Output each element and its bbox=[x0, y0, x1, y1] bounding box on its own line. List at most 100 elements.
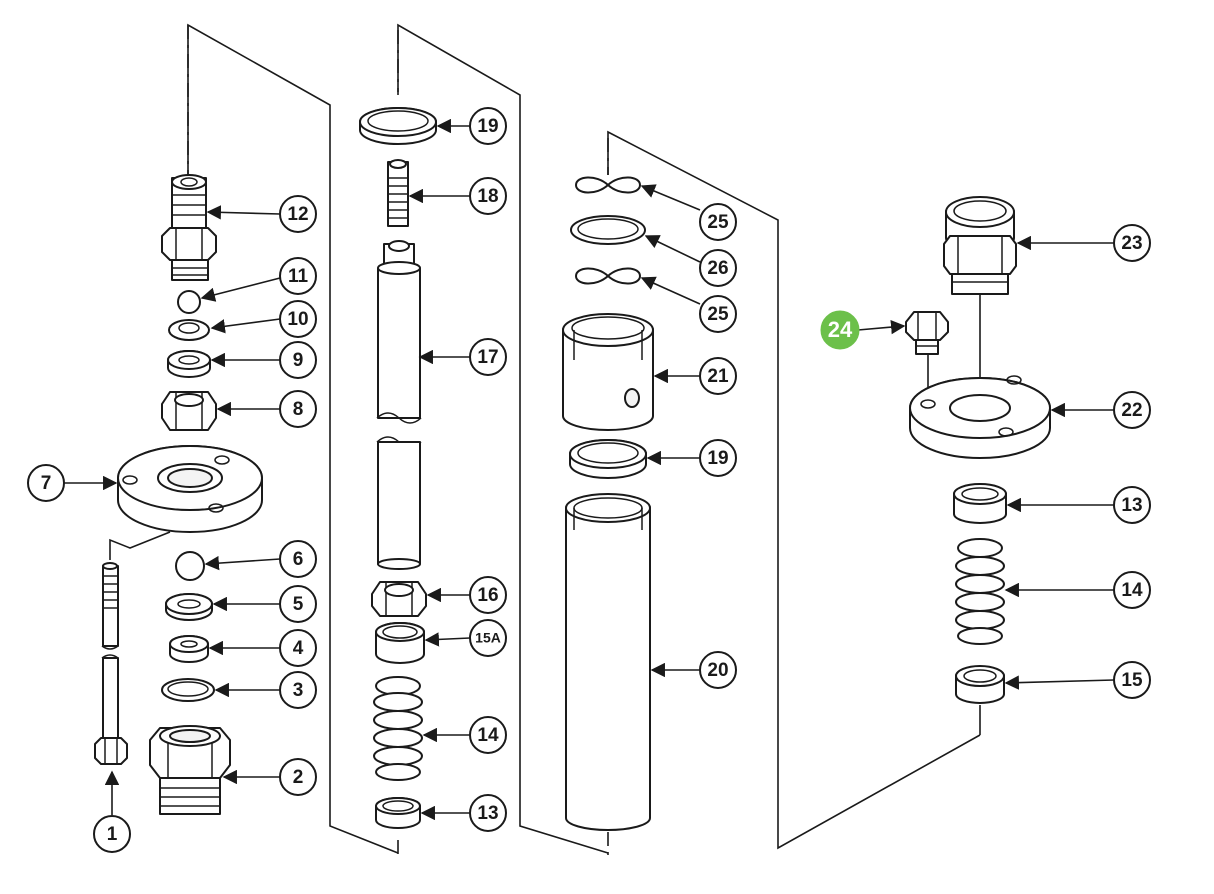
callout-circle bbox=[469, 177, 507, 215]
part-6-ball bbox=[175, 551, 205, 581]
callout-label: 5 bbox=[293, 594, 304, 615]
callout-21: 21 bbox=[653, 357, 737, 395]
callout-label: 19 bbox=[707, 448, 728, 469]
callout-label: 23 bbox=[1121, 233, 1142, 254]
callout-24: 24 bbox=[820, 310, 906, 350]
callout-16: 16 bbox=[426, 576, 507, 614]
callout-label: 14 bbox=[1121, 580, 1143, 601]
callout-circle bbox=[279, 341, 317, 379]
callout-25: 25 bbox=[640, 184, 737, 241]
callout-circle bbox=[27, 464, 65, 502]
callout-label: 14 bbox=[477, 725, 499, 746]
callout-label: 1 bbox=[107, 824, 118, 845]
callout-label: 16 bbox=[477, 585, 498, 606]
callout-22: 22 bbox=[1050, 391, 1151, 429]
callout-23: 23 bbox=[1016, 224, 1151, 262]
callout-leader-arrow bbox=[1004, 675, 1115, 690]
callout-8: 8 bbox=[216, 390, 317, 428]
part-15a-bushing bbox=[375, 622, 425, 664]
callout-circle bbox=[279, 195, 317, 233]
callout-circle bbox=[1113, 661, 1151, 699]
callout-label: 7 bbox=[41, 473, 52, 494]
part-13-bushing-right bbox=[953, 483, 1007, 524]
callout-5: 5 bbox=[212, 585, 317, 623]
assembly-guide-lines bbox=[109, 23, 981, 855]
callout-label: 25 bbox=[707, 304, 729, 325]
callout-label: 20 bbox=[707, 660, 728, 681]
callout-leader-arrow bbox=[206, 205, 281, 220]
callout-circle bbox=[279, 585, 317, 623]
callout-label: 13 bbox=[477, 803, 498, 824]
part-12-fitting bbox=[161, 174, 217, 281]
callout-leader-arrow bbox=[204, 555, 281, 571]
part-8-hex-nut bbox=[161, 391, 217, 431]
part-21-collar bbox=[562, 313, 654, 431]
part-14-spring-right bbox=[955, 538, 1005, 645]
callout-leader-arrow bbox=[857, 319, 906, 335]
part-24-plug bbox=[905, 311, 949, 355]
callout-20: 20 bbox=[650, 651, 737, 689]
callout-circle bbox=[279, 540, 317, 578]
callout-1: 1 bbox=[93, 770, 131, 853]
part-9-seal bbox=[167, 350, 211, 378]
callout-circle bbox=[279, 300, 317, 338]
callout-circle bbox=[469, 107, 507, 145]
callout-circle bbox=[279, 390, 317, 428]
callout-circle bbox=[279, 671, 317, 709]
callout-leader-arrow bbox=[210, 318, 281, 334]
callout-label: 10 bbox=[287, 309, 308, 330]
callout-15a: 15A bbox=[424, 619, 507, 657]
callout-circle bbox=[1113, 486, 1151, 524]
part-25-clip-top bbox=[575, 176, 641, 194]
callout-label: 2 bbox=[293, 767, 304, 788]
callout-12: 12 bbox=[206, 195, 317, 233]
callout-circle bbox=[1113, 571, 1151, 609]
callout-circle bbox=[699, 203, 737, 241]
callout-label: 4 bbox=[293, 638, 304, 659]
callout-label: 6 bbox=[293, 549, 304, 570]
part-10-washer bbox=[168, 319, 210, 341]
part-3-o-ring bbox=[161, 678, 215, 702]
callout-leader-arrow bbox=[640, 184, 701, 211]
part-14-spring-middle bbox=[373, 676, 423, 781]
callout-label: 15 bbox=[1121, 670, 1143, 691]
callout-25: 25 bbox=[640, 276, 737, 333]
callout-circle bbox=[469, 338, 507, 376]
callout-circle bbox=[469, 576, 507, 614]
part-26-ring bbox=[570, 215, 646, 245]
callout-label: 3 bbox=[293, 680, 304, 701]
part-13-bushing-middle bbox=[375, 797, 421, 829]
callout-6: 6 bbox=[204, 540, 317, 578]
callout-label: 17 bbox=[477, 347, 498, 368]
callout-label: 25 bbox=[707, 212, 729, 233]
callout-circle bbox=[699, 357, 737, 395]
callout-label: 13 bbox=[1121, 495, 1142, 516]
callout-3: 3 bbox=[214, 671, 317, 709]
callout-11: 11 bbox=[200, 257, 317, 302]
part-23-fitting bbox=[943, 196, 1017, 295]
callout-label: 11 bbox=[288, 266, 309, 287]
callout-circle bbox=[93, 815, 131, 853]
callout-circle bbox=[469, 794, 507, 832]
part-17-rod bbox=[376, 240, 422, 570]
callout-label: 21 bbox=[707, 366, 729, 387]
part-4-spacer bbox=[169, 635, 209, 663]
callout-2: 2 bbox=[222, 758, 317, 796]
part-19-ring-top bbox=[359, 107, 437, 145]
callout-circle bbox=[279, 758, 317, 796]
part-11-ball bbox=[177, 290, 201, 314]
part-7-flange bbox=[117, 445, 263, 533]
callout-13: 13 bbox=[1006, 486, 1151, 524]
callout-17: 17 bbox=[418, 338, 507, 376]
callout-circle bbox=[1113, 391, 1151, 429]
callout-circle bbox=[469, 619, 507, 657]
callout-circle bbox=[699, 295, 737, 333]
part-15-bushing-right bbox=[955, 665, 1005, 704]
part-2-adapter bbox=[149, 725, 231, 815]
callout-15: 15 bbox=[1004, 661, 1151, 699]
callout-4: 4 bbox=[208, 629, 317, 667]
part-16-hex-nut bbox=[371, 581, 427, 617]
callout-7: 7 bbox=[27, 464, 118, 502]
callout-label: 18 bbox=[477, 186, 498, 207]
callout-26: 26 bbox=[644, 235, 737, 287]
